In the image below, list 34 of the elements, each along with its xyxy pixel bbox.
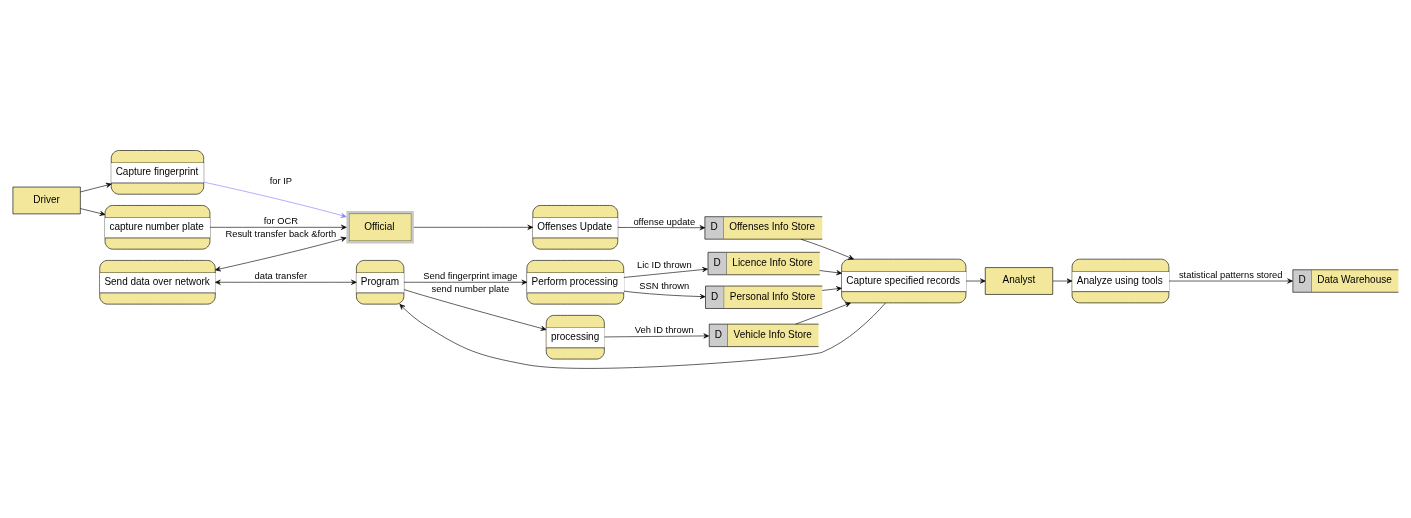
arrow [623,290,706,299]
arrow [617,224,706,230]
node-box: Analyst [984,266,1054,295]
edge-label: SSN thrown [639,280,690,291]
edge-label: send number plate [431,283,510,294]
arrow [403,279,528,285]
arrow [399,302,886,369]
arrow [203,181,347,218]
arrow [209,224,347,230]
arrow [215,279,357,285]
node-box: Driver [12,186,81,214]
edge-label: statistical patterns stored [1178,269,1283,280]
edge-label: Lic ID thrown [636,259,692,270]
arrow [604,332,710,338]
edge-label: offense update [633,216,696,227]
arrow [1168,277,1293,284]
edge-label: Result transfer back &forth [225,228,337,239]
arrow [80,182,112,192]
arrow [623,266,708,278]
arrow [413,224,534,230]
arrow [821,285,842,291]
arrow [795,301,851,324]
arrow [215,236,347,271]
edge-label: Send fingerprint image [423,270,518,281]
arrow [819,269,842,275]
edge-label: data transfer [254,270,308,281]
arrow [80,207,106,216]
edge-label: for OCR [263,215,298,226]
arrow [965,277,986,284]
arrow [800,238,854,260]
edge-label: for IP [269,175,293,186]
arrow [1052,277,1073,284]
arrow [403,288,547,331]
edge-label: Veh ID thrown [634,324,694,335]
